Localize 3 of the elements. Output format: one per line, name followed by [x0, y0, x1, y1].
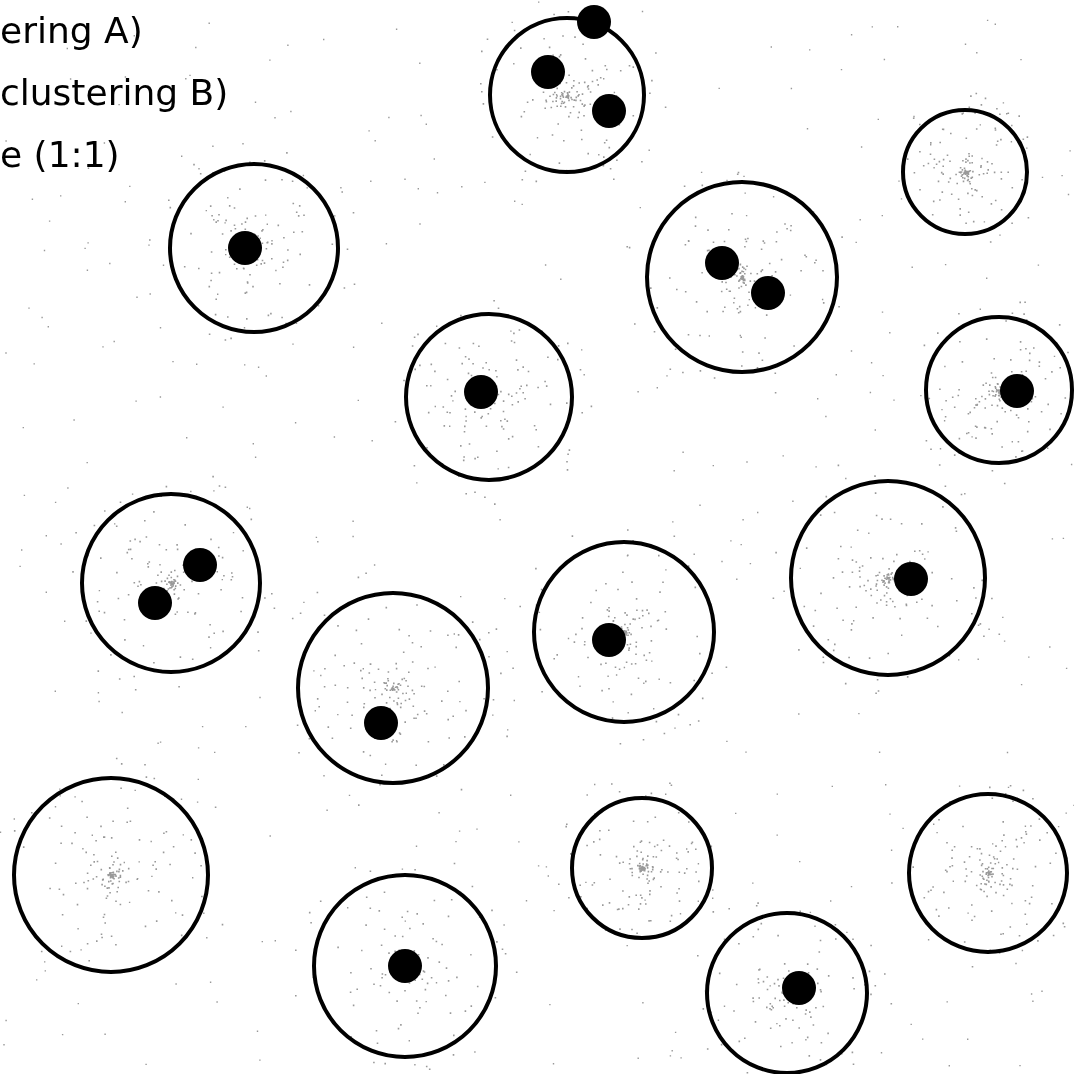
legend-text: ering A)	[0, 9, 143, 53]
legend-text: e (1:1)	[0, 133, 120, 177]
legend-text: clustering B)	[0, 71, 229, 115]
